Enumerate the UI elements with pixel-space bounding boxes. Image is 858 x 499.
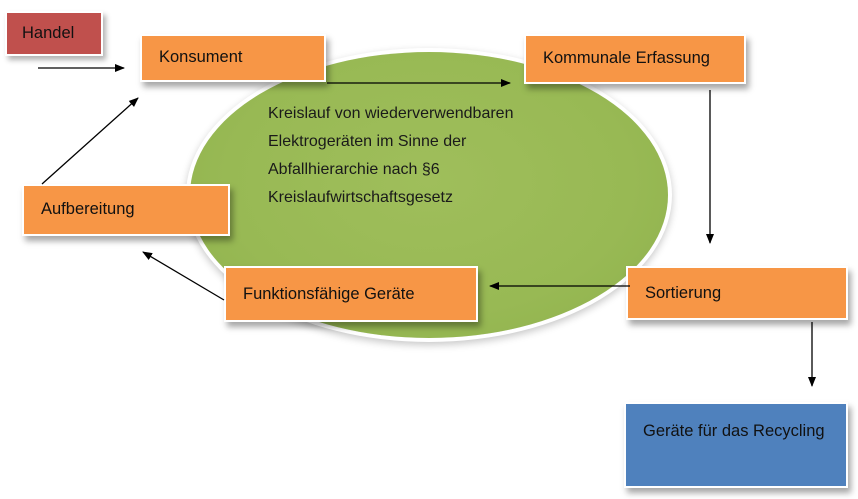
recycling-label: Geräte für das Recycling: [643, 422, 825, 440]
funktionsfaehige-geraete-label: Funktionsfähige Geräte: [243, 285, 415, 303]
konsument-label: Konsument: [159, 48, 243, 66]
cycle-description: Kreislauf von wiederverwendbaren Elektro…: [268, 100, 588, 212]
funktionsfaehige-geraete-box: Funktionsfähige Geräte: [224, 266, 478, 322]
cycle-description-line-1: Kreislauf von wiederverwendbaren: [268, 105, 514, 122]
kommunale-erfassung-label: Kommunale Erfassung: [543, 49, 710, 67]
handel-label: Handel: [22, 24, 75, 42]
recycling-box: Geräte für das Recycling: [624, 402, 848, 488]
handel-box: Handel: [5, 11, 103, 56]
arrow-aufbereitung-to-konsument: [41, 97, 139, 185]
cycle-description-line-3: Abfallhierarchie nach §6: [268, 161, 440, 178]
kommunale-erfassung-box: Kommunale Erfassung: [524, 34, 746, 84]
aufbereitung-label: Aufbereitung: [41, 200, 135, 218]
konsument-box: Konsument: [140, 34, 326, 82]
arrow-funktionsfaehige-geraete-to-aufbereitung: [142, 251, 225, 301]
aufbereitung-box: Aufbereitung: [22, 184, 230, 236]
sortierung-box: Sortierung: [626, 266, 848, 320]
sortierung-label: Sortierung: [645, 284, 722, 302]
cycle-description-line-2: Elektrogeräten im Sinne der: [268, 133, 467, 150]
cycle-description-line-4: Kreislaufwirtschaftsgesetz: [268, 189, 453, 206]
